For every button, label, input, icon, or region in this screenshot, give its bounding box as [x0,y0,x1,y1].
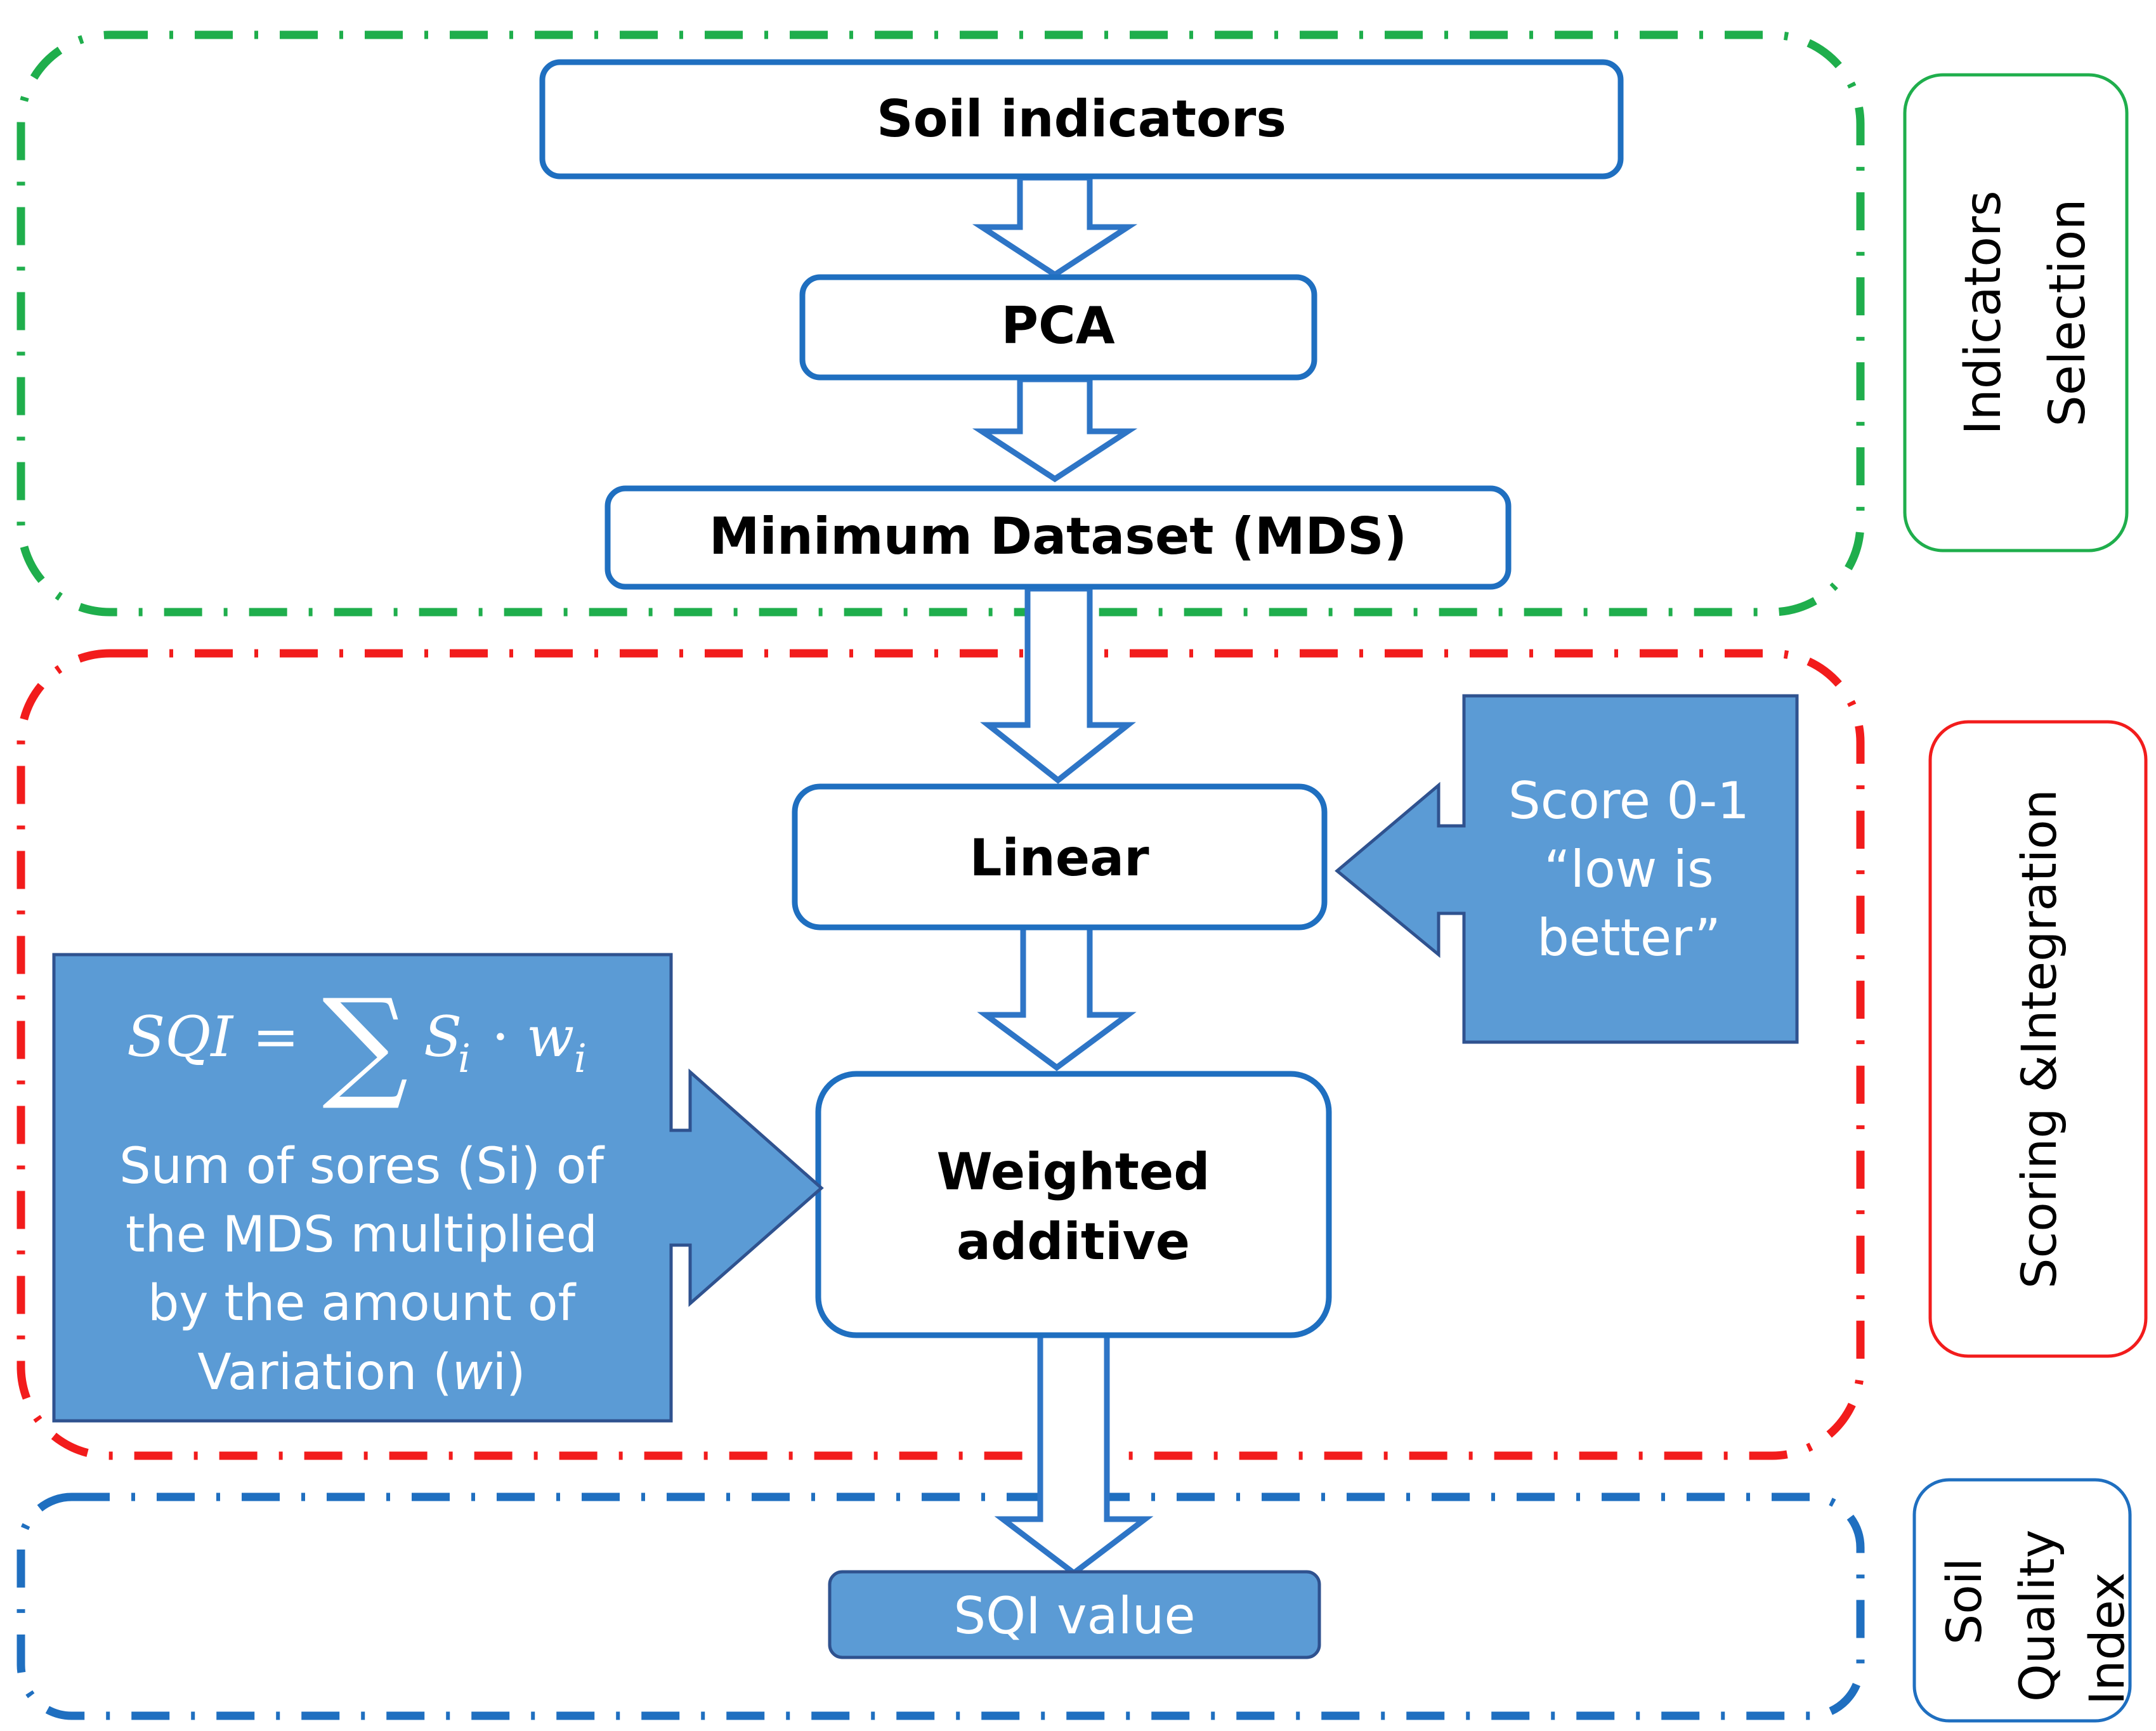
weighted-additive-label-line1: Weighted [936,1142,1210,1201]
soil-quality-index-group [16,1493,1865,1720]
weighted-additive-box: Weighted additive [815,1071,1332,1338]
soil-quality-index-label-line2: Quality [2009,1529,2065,1702]
formula-w-subscript: i [574,1035,587,1081]
pca-box: PCA [799,274,1317,381]
formula-desc-line1: Sum of sores (Si) of [119,1138,604,1195]
formula-lhs: SQI [127,1004,234,1069]
indicators-selection-label-box [1903,73,2129,552]
sqi-formula: SQI = ∑ S i · w i [127,973,587,1113]
formula-dot: · [492,1004,509,1069]
arrow-mds-to-linear [980,585,1136,784]
formula-desc-line4-pre: Variation ( [197,1344,452,1401]
formula-desc-line4-italic: w [452,1344,493,1401]
mds-label: Minimum Dataset (MDS) [709,507,1407,566]
soil-quality-index-label-line1: Soil [1936,1558,1992,1645]
formula-desc-line3: by the amount of [148,1275,577,1332]
mds-box: Minimum Dataset (MDS) [604,485,1512,590]
arrow-pca-to-mds [972,376,1138,483]
formula-callout: SQI = ∑ S i · w i Sum of sores (Si) of t… [52,953,824,1423]
weighted-additive-label-line2: additive [957,1212,1190,1271]
arrow-indicators-to-pca [972,174,1138,278]
formula-s-subscript: i [458,1035,471,1081]
soil-indicators-box: Soil indicators [539,59,1624,180]
sqi-value-label: SQI value [953,1586,1195,1645]
indicators-selection-label-line1: Indicators [1955,190,2012,434]
indicators-selection-group [16,30,1865,617]
arrow-weighted-to-sqi [994,1332,1154,1577]
scoring-integration-label-text: Scoring &Integration [2011,789,2067,1289]
score-callout: Score 0-1 “low is better” [1335,694,1799,1044]
sqi-value-box: SQI value [828,1570,1321,1659]
soil-indicators-label: Soil indicators [877,89,1286,148]
score-callout-shape [1335,694,1799,1044]
soil-quality-index-label-box [1912,1478,2132,1723]
formula-equals: = [252,1004,299,1069]
scoring-integration-label: Scoring &Integration [2011,789,2067,1289]
indicators-selection-label-line2: Selection [2039,199,2096,426]
formula-desc-line4: Variation (wi) [197,1344,525,1401]
formula-callout-shape [52,953,824,1423]
pca-label: PCA [1001,296,1114,355]
linear-label: Linear [969,828,1149,887]
score-callout-line2: “low is [1544,840,1713,899]
formula-sum-symbol: ∑ [322,973,408,1113]
score-callout-line3: better” [1537,908,1721,967]
formula-desc-line2: the MDS multiplied [126,1206,598,1264]
score-callout-line1: Score 0-1 [1508,771,1749,830]
soil-quality-index-label: Soil Quality Index [1936,1529,2135,1705]
arrow-linear-to-weighted [977,924,1137,1071]
indicators-selection-label: Indicators Selection [1955,190,2096,434]
soil-quality-index-label-line3: Index [2079,1572,2135,1705]
formula-desc-line4-post: i) [492,1344,525,1401]
scoring-integration-label-box [1928,720,2148,1358]
formula-s: S [424,1004,462,1069]
scoring-integration-group [16,649,1865,1460]
formula-w: w [526,1004,574,1069]
linear-box: Linear [792,783,1328,931]
